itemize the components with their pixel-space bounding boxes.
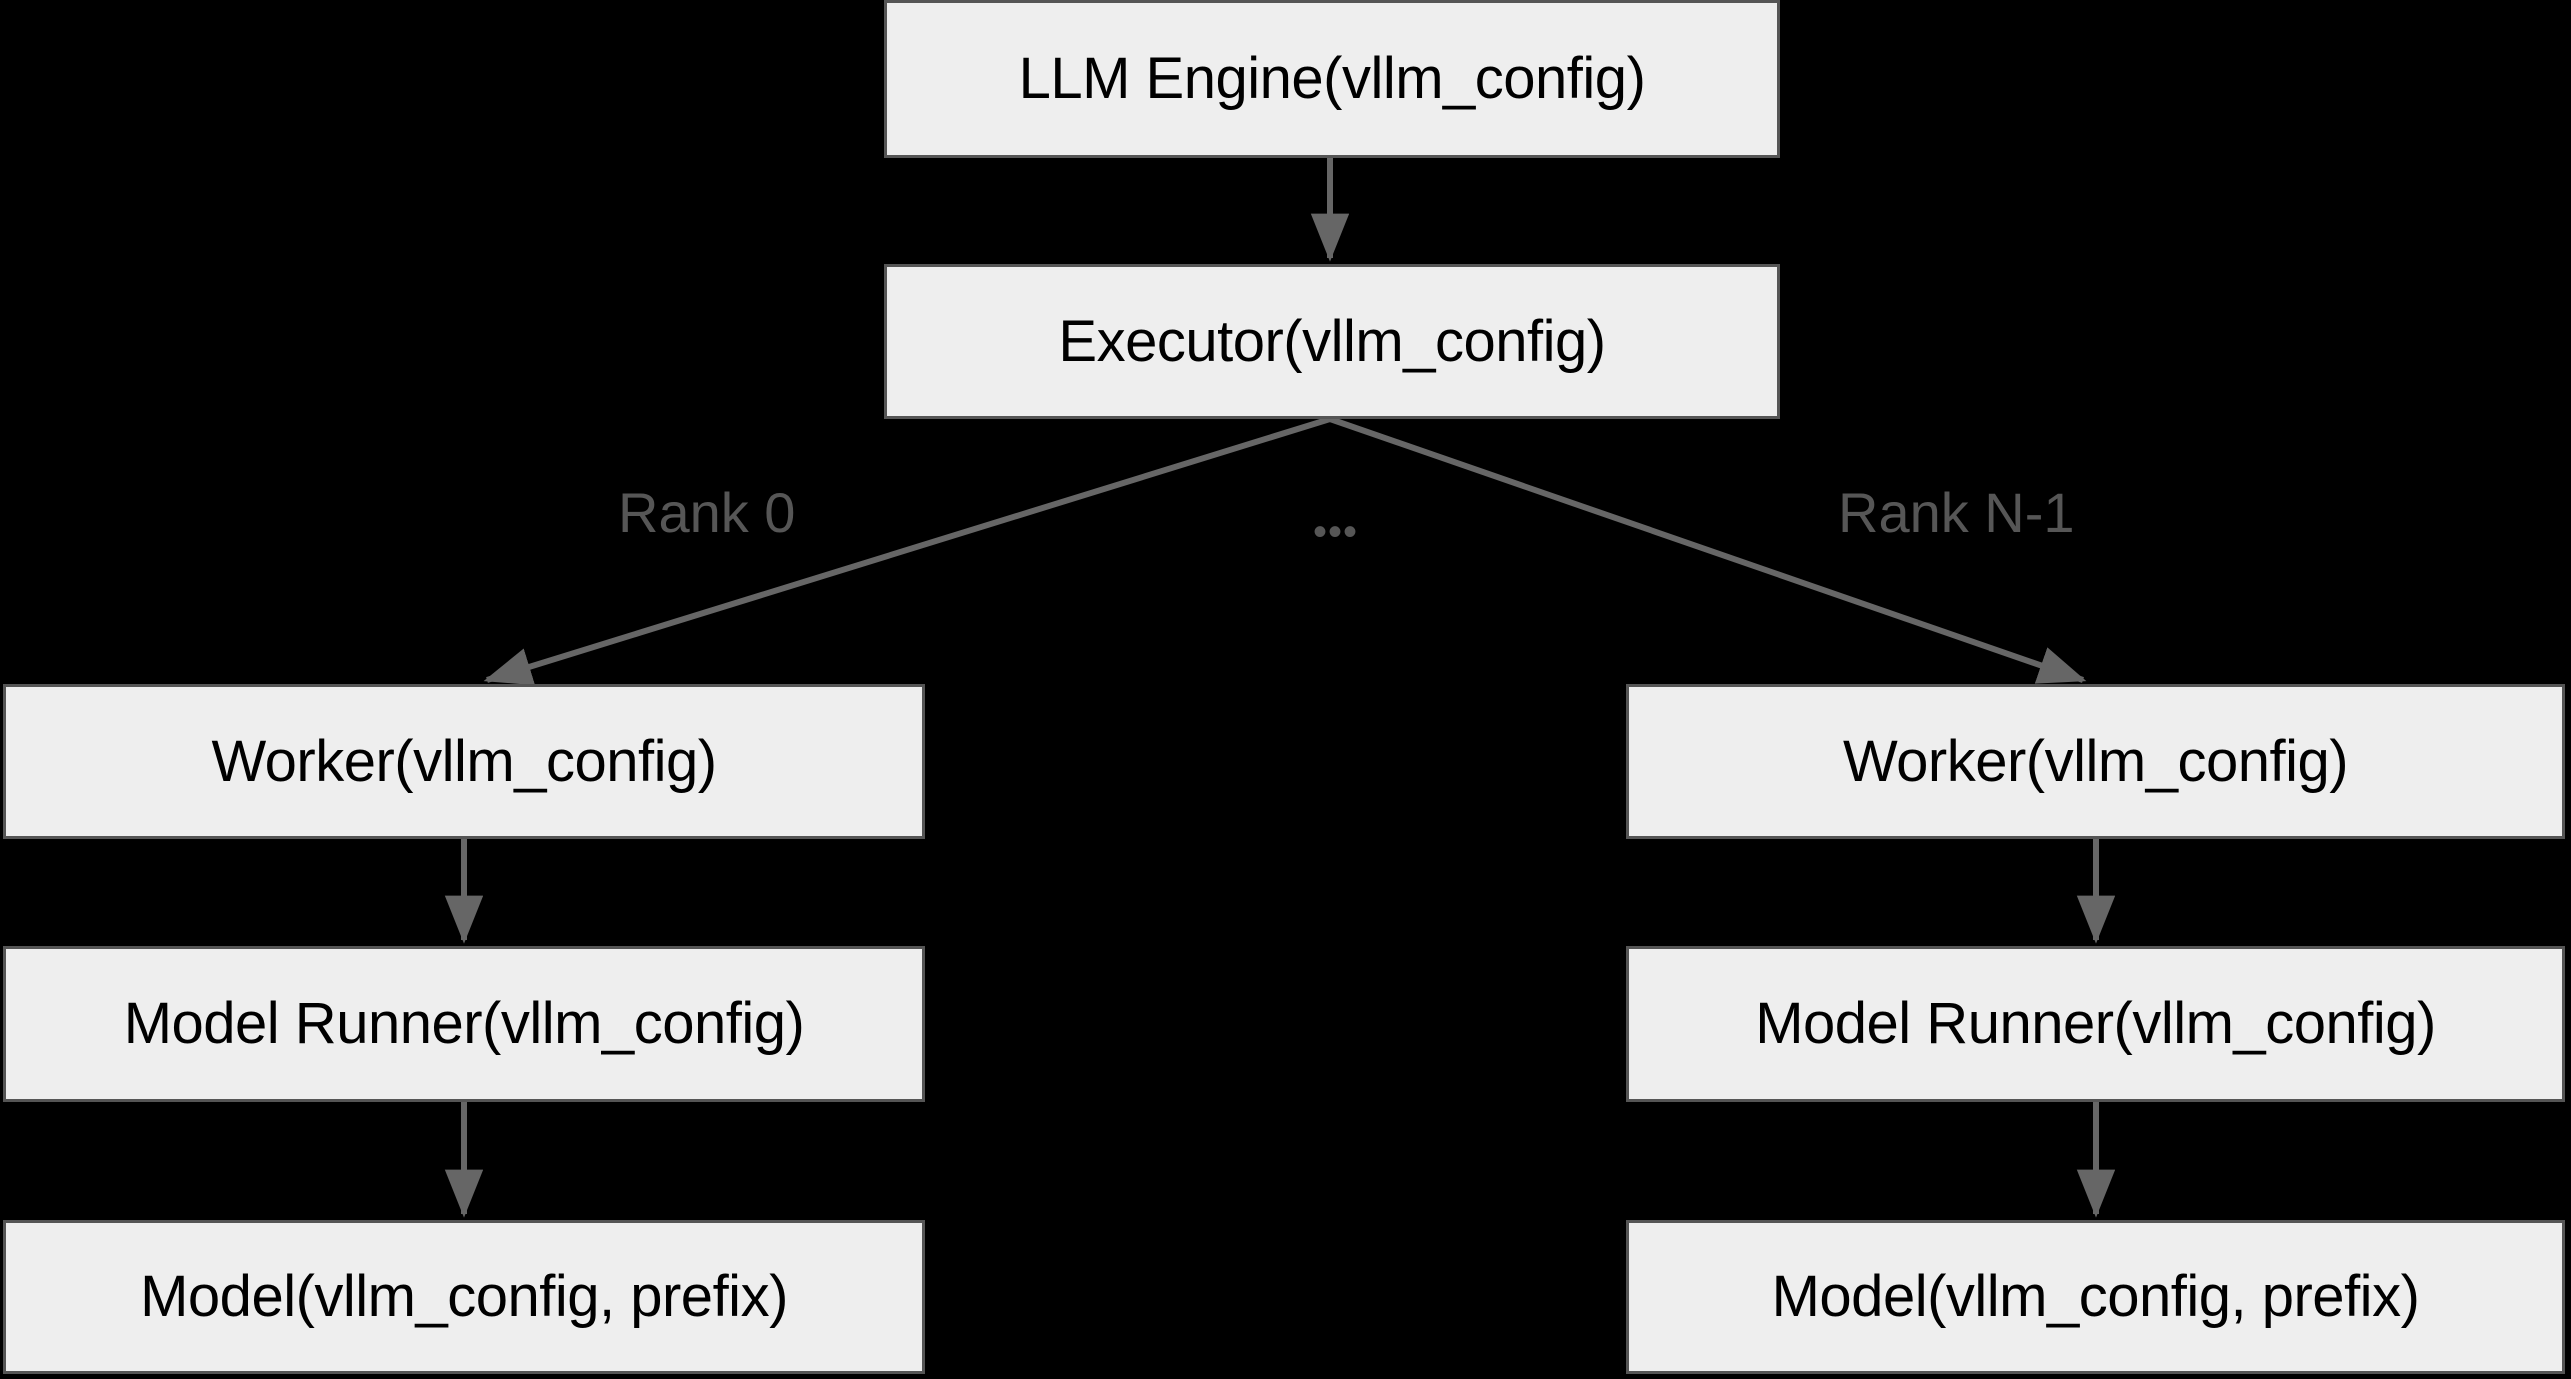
node-worker-rank-n-minus-1-label: Worker(vllm_config) [1842, 728, 2349, 794]
edge-label-rank-n-minus-1: Rank N-1 [1838, 481, 2075, 544]
edge-label-ellipsis: ••• [1313, 510, 1359, 554]
edge-label-rank-0: Rank 0 [618, 481, 796, 544]
node-worker-rank-n-minus-1[interactable]: Worker(vllm_config) [1626, 684, 2565, 839]
node-model-runner-rank-n-minus-1[interactable]: Model Runner(vllm_config) [1626, 946, 2565, 1102]
edge-executor-to-worker-rankn [1329, 416, 2087, 684]
node-executor[interactable]: Executor(vllm_config) [884, 264, 1780, 419]
node-model-runner-rank0[interactable]: Model Runner(vllm_config) [3, 946, 925, 1102]
node-model-rank-n-minus-1-label: Model(vllm_config, prefix) [1771, 1264, 2420, 1329]
node-llm-engine-label: LLM Engine(vllm_config) [1018, 46, 1646, 111]
node-model-runner-rank0-label: Model Runner(vllm_config) [123, 991, 805, 1056]
node-model-runner-rank-n-minus-1-label: Model Runner(vllm_config) [1755, 991, 2436, 1056]
node-model-rank-n-minus-1[interactable]: Model(vllm_config, prefix) [1626, 1220, 2565, 1374]
node-worker-rank0[interactable]: Worker(vllm_config) [3, 684, 925, 839]
node-llm-engine[interactable]: LLM Engine(vllm_config) [884, 0, 1780, 158]
node-model-rank0[interactable]: Model(vllm_config, prefix) [3, 1220, 925, 1374]
node-worker-rank0-label: Worker(vllm_config) [211, 728, 717, 794]
edge-executor-to-worker-rank0 [483, 416, 1331, 686]
node-model-rank0-label: Model(vllm_config, prefix) [140, 1264, 788, 1329]
node-executor-label: Executor(vllm_config) [1058, 308, 1606, 374]
